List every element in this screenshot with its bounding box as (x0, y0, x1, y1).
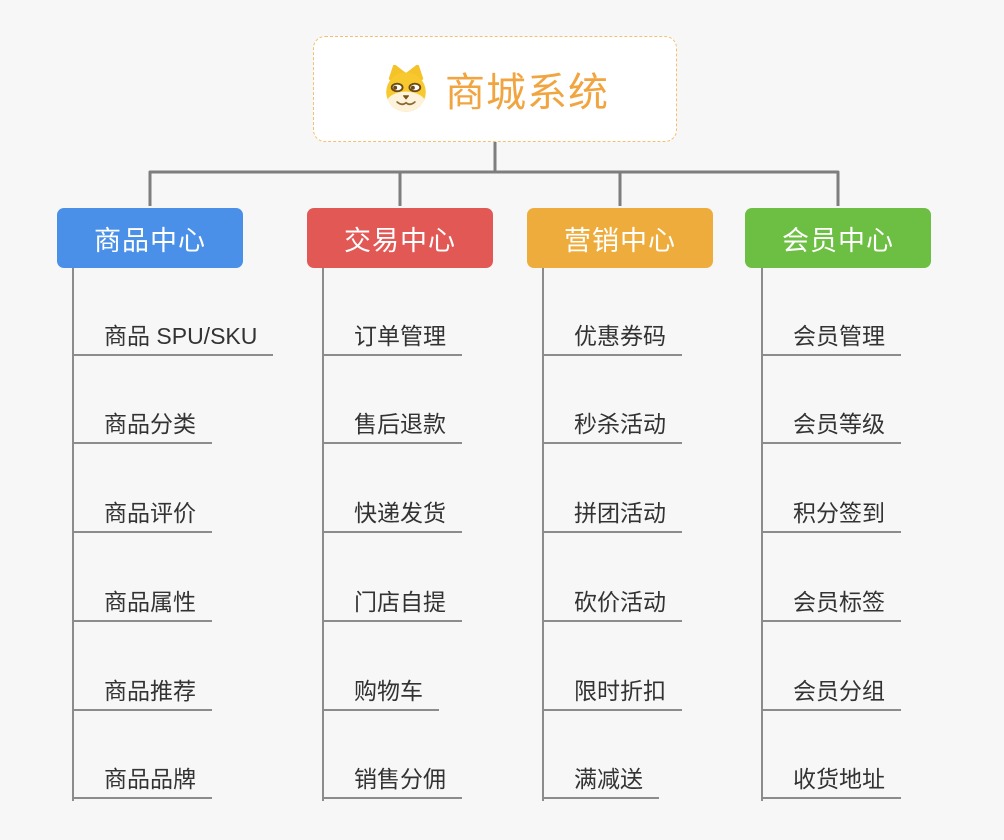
child-topic[interactable]: 积分签到 (761, 499, 901, 533)
branch-node-marketing[interactable]: 营销中心 (527, 208, 713, 268)
branch-label: 交易中心 (344, 225, 456, 256)
child-topic[interactable]: 秒杀活动 (542, 410, 682, 444)
child-topic[interactable]: 销售分佣 (322, 765, 462, 799)
dog-face-icon (386, 65, 426, 112)
child-topic[interactable]: 会员管理 (761, 322, 901, 356)
child-topic[interactable]: 拼团活动 (542, 499, 682, 533)
bus-line (148, 170, 840, 206)
child-topic[interactable]: 会员等级 (761, 410, 901, 444)
child-topic[interactable]: 快递发货 (322, 499, 462, 533)
branch-node-members[interactable]: 会员中心 (745, 208, 931, 268)
branch-label: 会员中心 (782, 225, 894, 256)
child-topic[interactable]: 售后退款 (322, 410, 462, 444)
trunk-line-products (72, 268, 74, 801)
child-topic[interactable]: 订单管理 (322, 322, 462, 356)
child-topic[interactable]: 商品 SPU/SKU (72, 322, 274, 356)
root-node-label: 商城系统 (445, 71, 609, 115)
child-topic[interactable]: 商品品牌 (72, 765, 212, 799)
root-node[interactable]: 商城系统 (313, 36, 677, 142)
child-topic[interactable]: 收货地址 (761, 765, 901, 799)
branch-node-trade[interactable]: 交易中心 (307, 208, 493, 268)
trunk-line-trade (322, 268, 324, 801)
branch-node-products[interactable]: 商品中心 (57, 208, 243, 268)
child-topic[interactable]: 会员标签 (761, 588, 901, 622)
child-topic[interactable]: 会员分组 (761, 677, 901, 711)
child-topic[interactable]: 砍价活动 (542, 588, 682, 622)
child-topic[interactable]: 商品评价 (72, 499, 212, 533)
branch-label: 营销中心 (564, 225, 676, 256)
child-topic[interactable]: 门店自提 (322, 588, 462, 622)
trunk-line-marketing (542, 268, 544, 801)
child-topic[interactable]: 商品推荐 (72, 677, 212, 711)
child-topic[interactable]: 优惠券码 (542, 322, 682, 356)
child-topic[interactable]: 购物车 (322, 677, 439, 711)
child-topic[interactable]: 满减送 (542, 765, 659, 799)
branch-label: 商品中心 (94, 225, 206, 256)
child-topic[interactable]: 商品分类 (72, 410, 212, 444)
child-topic[interactable]: 限时折扣 (542, 677, 682, 711)
child-topic[interactable]: 商品属性 (72, 588, 212, 622)
trunk-line-members (761, 268, 763, 801)
